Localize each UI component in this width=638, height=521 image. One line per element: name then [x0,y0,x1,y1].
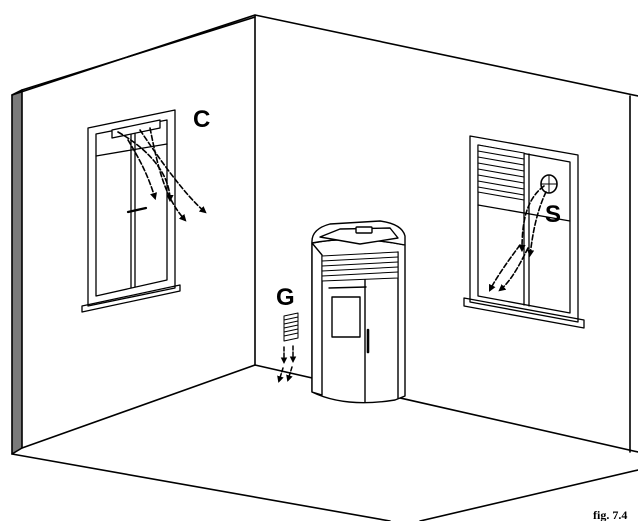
curved-arrow-icon [490,245,520,290]
airflow-arrows-g [279,346,293,381]
floor-front-left [12,454,390,521]
left-wall-edge-fill [12,90,22,454]
figure-caption: fig. 7.4 [593,508,627,521]
label-c: C [193,106,210,133]
curved-arrow-icon [140,130,205,212]
stove-side-panel [312,243,322,395]
left-wall-outline [12,15,638,96]
left-wall-top-inner [22,17,255,90]
stove-window [332,297,360,337]
label-s: S [545,201,561,228]
ventilation-grille-icon [284,313,298,341]
label-g: G [276,284,295,311]
left-window-top-vent [112,120,160,138]
curved-arrow-icon [118,132,170,200]
floor-left-edge [22,365,255,448]
curved-arrow-icon [530,192,546,255]
stove-display [356,227,372,233]
pellet-stove [312,221,405,403]
right-window [464,136,584,328]
right-window-blind [478,145,524,200]
curved-arrow-icon [522,186,544,250]
round-vent-icon [541,175,557,193]
stove-door-top [329,287,366,288]
stove-vent-grille [322,252,398,281]
left-window-sill [82,285,180,312]
airflow-arrows-s [490,186,546,290]
